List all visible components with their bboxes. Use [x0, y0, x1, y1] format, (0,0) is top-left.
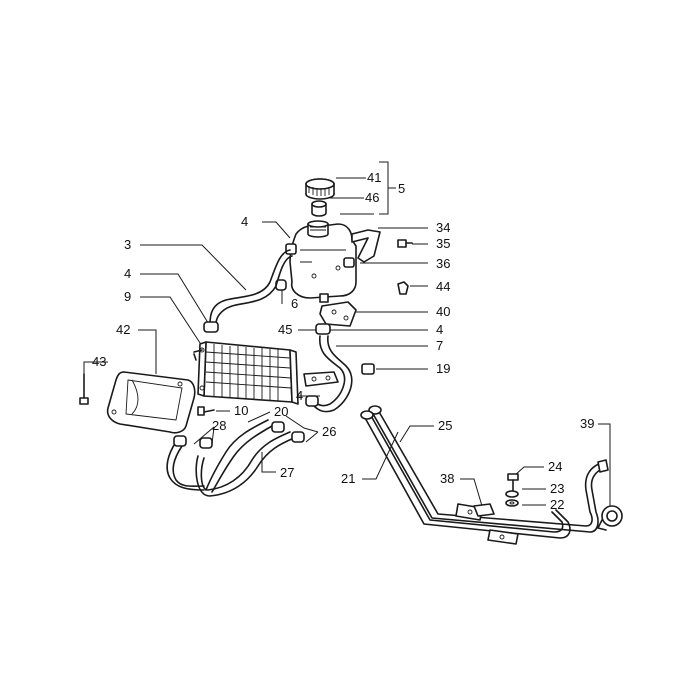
rubber-grommet-36 [343, 257, 355, 268]
callout-3: 3 [124, 237, 131, 252]
screw-43 [79, 373, 89, 405]
bracket-38 [473, 503, 495, 517]
hose-clamps [173, 321, 375, 449]
bolt-35 [397, 239, 413, 248]
callout-46: 46 [365, 190, 379, 205]
callout-24: 24 [548, 459, 562, 474]
callout-36: 36 [436, 256, 450, 271]
tank-bracket [351, 229, 381, 263]
callout-42: 42 [116, 322, 130, 337]
cap-seal [311, 200, 327, 217]
callout-25: 25 [438, 418, 452, 433]
expansion-tank-group [275, 178, 413, 327]
hose-28 [166, 441, 205, 491]
callout-9: 9 [124, 289, 131, 304]
expansion-tank [285, 220, 357, 303]
callout-4-top: 4 [241, 214, 248, 229]
clip-19 [361, 363, 375, 375]
mount-bracket [303, 371, 339, 387]
callout-34: 34 [436, 220, 450, 235]
callout-41: 41 [367, 170, 381, 185]
leader-lines [83, 161, 611, 507]
bracket-plate-40 [319, 301, 357, 327]
callout-38: 38 [440, 471, 454, 486]
radiator [193, 341, 299, 416]
callout-4-right: 4 [436, 322, 443, 337]
pipe-clamp-39 [597, 505, 623, 531]
coolant-pipes [360, 405, 609, 545]
callout-22: 22 [550, 497, 564, 512]
hose-27 [200, 431, 291, 491]
callout-labels: 41 5 46 34 35 36 44 40 4 7 19 4 3 4 9 42… [92, 170, 594, 512]
callout-39: 39 [580, 416, 594, 431]
bolt-and-washers [505, 473, 519, 507]
callout-4-left: 4 [124, 266, 131, 281]
hoses [166, 249, 353, 497]
callout-27: 27 [280, 465, 294, 480]
callout-35: 35 [436, 236, 450, 251]
hose-20 [205, 419, 269, 491]
callout-4-bottom: 4 [296, 388, 303, 403]
callout-26: 26 [322, 424, 336, 439]
callout-21: 21 [341, 471, 355, 486]
callout-5: 5 [398, 181, 405, 196]
tank-cap [305, 178, 335, 200]
callout-6: 6 [291, 296, 298, 311]
callout-40: 40 [436, 304, 450, 319]
radiator-cover [106, 371, 196, 434]
clip-44 [397, 281, 409, 295]
callout-44: 44 [436, 279, 450, 294]
callout-43: 43 [92, 354, 106, 369]
hose-3 [209, 249, 291, 325]
callout-19: 19 [436, 361, 450, 376]
callout-20: 20 [274, 404, 288, 419]
hose-7 [311, 335, 346, 407]
callout-23: 23 [550, 481, 564, 496]
callout-7: 7 [436, 338, 443, 353]
callout-10: 10 [234, 403, 248, 418]
callout-28: 28 [212, 418, 226, 433]
callout-45: 45 [278, 322, 292, 337]
